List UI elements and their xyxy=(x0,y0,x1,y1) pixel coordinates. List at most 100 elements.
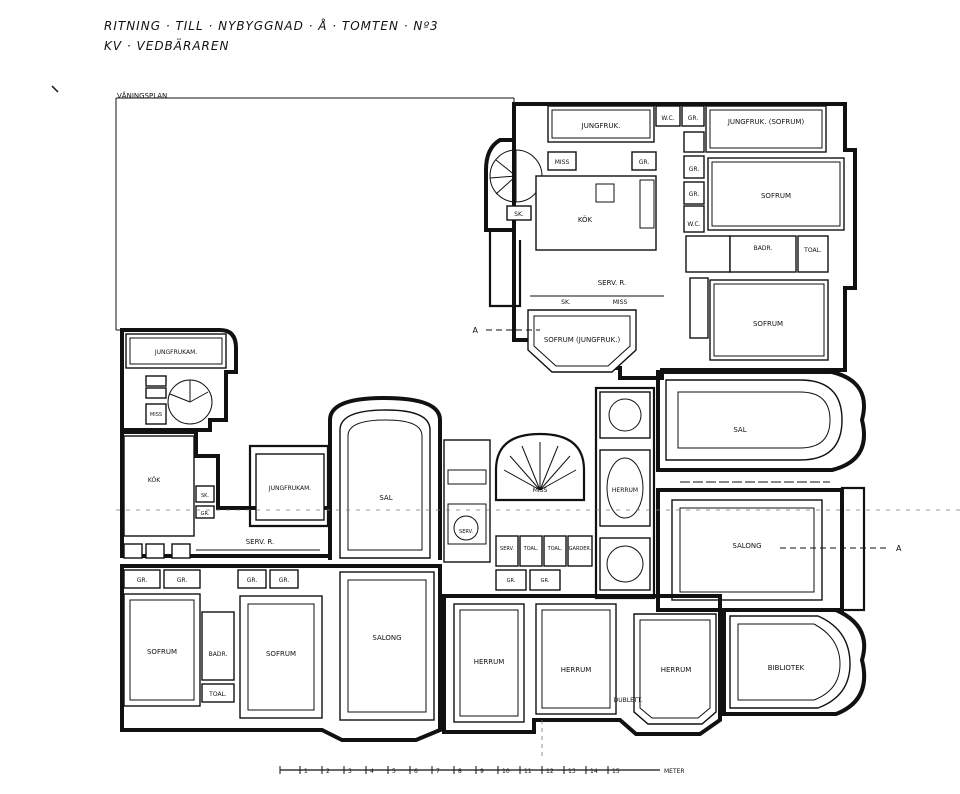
label-jungfrukam-mid: JUNGFRUKAM. xyxy=(268,485,311,492)
scale-tick-label: 11 xyxy=(524,768,532,775)
room-wc-ne xyxy=(683,205,705,233)
label-kok-top: KÖK xyxy=(578,215,593,224)
stray-mark xyxy=(51,85,59,93)
scale-tick-label: 10 xyxy=(502,768,510,775)
label-serv-r-top: SERV. R. xyxy=(598,279,627,287)
label-gr-ne-2: GR. xyxy=(689,191,700,198)
room-bibliotek xyxy=(729,615,851,709)
room-sk-west xyxy=(195,485,215,503)
label-gr-center-1: GR. xyxy=(507,578,516,584)
section-marker-a-east: A xyxy=(896,544,902,553)
room-herrum-3 xyxy=(633,613,717,725)
scale-tick-label: 2 xyxy=(326,768,330,775)
ne-left-extension xyxy=(488,230,522,308)
room-sofrum-east xyxy=(709,279,829,361)
drawing-subtitle: KV · VEDBÄRAREN xyxy=(104,38,229,53)
scale-tick-label: 7 xyxy=(436,768,440,775)
label-miss-stair: MISS xyxy=(533,487,548,494)
label-serv-center: SERV. xyxy=(500,546,514,552)
label-garder-center: GARDER. xyxy=(569,546,592,552)
room-salong-south xyxy=(339,571,435,721)
scale-tick-label: 3 xyxy=(348,768,352,775)
room-sal-east xyxy=(665,379,843,461)
room-gr-top xyxy=(681,105,705,127)
label-bibliotek: BIBLIOTEK xyxy=(768,664,805,672)
label-toal-ne: TOAL. xyxy=(803,247,822,254)
room-sofrum-jungfruk xyxy=(527,309,637,373)
room-badr-sw xyxy=(201,611,235,681)
room-jungfrukam-mid xyxy=(255,453,325,521)
label-dubletter: DUBLETT. xyxy=(614,697,643,704)
section-marker-a-north: A xyxy=(473,326,479,335)
room-sofrum-sw1 xyxy=(123,593,201,707)
label-gr-west: GR. xyxy=(201,511,210,517)
label-herrum-3: HERRUM xyxy=(661,666,692,674)
label-sofrum-east: SOFRUM xyxy=(753,320,783,328)
entrance-hall xyxy=(443,439,491,563)
room-miss-west xyxy=(145,403,167,425)
label-sk-west: SK. xyxy=(201,493,209,499)
room-jungfruk-top xyxy=(547,105,655,143)
label-salong-east: SALONG xyxy=(732,542,761,550)
label-miss-top: MISS xyxy=(555,159,570,166)
room-wc-top xyxy=(655,105,681,127)
drawing-title: RITNING · TILL · NYBYGGNAD · Å · TOMTEN … xyxy=(104,18,439,33)
room-herrum-2 xyxy=(535,603,617,715)
label-salong-south: SALONG xyxy=(372,634,401,642)
label-jungfruk-sofrum: JUNGFRUK. (SOFRUM) xyxy=(727,118,805,126)
scale-tick-label: 9 xyxy=(480,768,484,775)
scale-tick-label: 8 xyxy=(458,768,462,775)
label-gr-s2: GR. xyxy=(177,577,188,584)
label-herrum-2: HERRUM xyxy=(561,666,592,674)
room-sk-top xyxy=(506,205,532,221)
south-east-outline xyxy=(442,594,722,736)
label-toal-sw: TOAL. xyxy=(208,691,227,698)
label-sofrum-sw1: SOFRUM xyxy=(147,648,177,656)
label-kok-west: KÖK xyxy=(148,477,161,484)
room-salong-east xyxy=(671,499,823,601)
room-gr-west xyxy=(195,505,215,519)
label-sk-mid: SK. xyxy=(561,299,571,306)
west-wing-top xyxy=(120,328,238,432)
label-sofrum-sw2: SOFRUM xyxy=(266,650,296,658)
scale-unit-label: METER xyxy=(664,768,685,775)
label-jungfruk-top: JUNGFRUK. xyxy=(581,122,621,130)
room-jungfrukam-west xyxy=(125,333,227,369)
label-gr-s4: GR. xyxy=(279,577,290,584)
label-jungfrukam-west: JUNGFRUKAM. xyxy=(154,349,197,356)
bibliotek-outline xyxy=(722,608,867,716)
label-sk-top: SK. xyxy=(514,211,524,218)
label-miss-mid: MISS xyxy=(613,299,628,306)
room-toal-sw xyxy=(201,683,235,703)
label-toal-center-2: TOAL. xyxy=(547,546,563,552)
label-wc-ne: W.C. xyxy=(687,221,700,228)
label-sofrum-jungfruk: SOFRUM (JUNGFRUK.) xyxy=(544,336,621,344)
room-sofrum-ne xyxy=(707,157,845,231)
label-gr-kok: GR. xyxy=(639,159,650,166)
label-wc-top: W.C. xyxy=(661,115,674,122)
label-sofrum-ne: SOFRUM xyxy=(761,192,791,200)
room-jungfruk-sofrum xyxy=(705,105,827,153)
room-sal-center xyxy=(339,409,431,559)
room-gr-kok xyxy=(631,151,657,171)
label-gr-top: GR. xyxy=(688,115,699,122)
room-sofrum-sw2 xyxy=(239,595,323,719)
scale-tick-label: 6 xyxy=(414,768,418,775)
scale-tick-label: 14 xyxy=(590,768,598,775)
scale-tick-label: 5 xyxy=(392,768,396,775)
west-wing-mid xyxy=(120,430,332,558)
sal-east-outline xyxy=(656,370,866,472)
room-herrum-1 xyxy=(453,603,525,723)
label-sal-center: SAL xyxy=(379,494,392,502)
room-badr-ne xyxy=(729,235,797,273)
stair-tower xyxy=(484,138,514,232)
label-miss-west: MISS xyxy=(150,412,162,418)
sal-center-outline xyxy=(328,395,442,560)
lot-boundary xyxy=(115,97,514,331)
label-herrum-small: HERRUM xyxy=(612,487,638,494)
room-toal-ne xyxy=(797,235,829,273)
label-badr-ne: BADR. xyxy=(754,245,773,252)
room-kok-west xyxy=(123,435,195,537)
